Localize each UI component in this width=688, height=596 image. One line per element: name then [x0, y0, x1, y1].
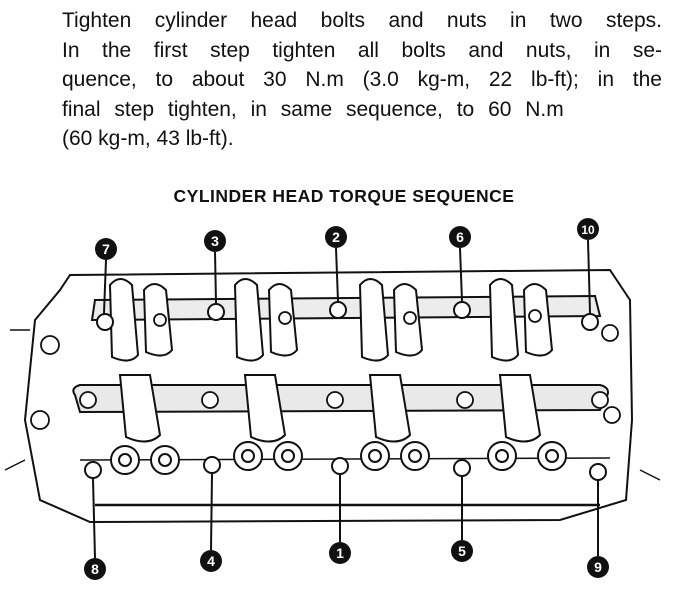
instruction-line-3: quence, to about 30 N.m (3.0 kg-m, 22 lb…: [62, 68, 662, 91]
callout-9: [587, 556, 609, 578]
callout-4: [200, 550, 222, 572]
callout-3-label: 3: [211, 233, 219, 249]
callout-8: [84, 558, 106, 580]
instructions-paragraph: Tighten cylinder head bolts and nuts in …: [62, 6, 662, 154]
callouts-bottom: 8 4 1 5 9: [84, 540, 609, 580]
callout-6-label: 6: [456, 229, 464, 245]
callout-8-label: 8: [91, 561, 99, 577]
instruction-line-1: Tighten cylinder head bolts and nuts in …: [62, 9, 662, 32]
callout-6: [449, 226, 471, 248]
head-bolts: [84, 301, 607, 481]
callout-3: [204, 230, 226, 252]
callout-7: [95, 238, 117, 260]
instruction-line-2: In the first step tighten all bolts and …: [62, 38, 662, 62]
callout-7-label: 7: [102, 241, 110, 257]
callout-9-label: 9: [594, 559, 602, 575]
callout-2: [325, 226, 347, 248]
instruction-line-5: (60 kg-m, 43 lb-ft).: [62, 127, 234, 150]
callout-2-label: 2: [332, 229, 340, 245]
callout-10-label: 10: [581, 223, 595, 237]
callout-1-label: 1: [336, 545, 344, 561]
figure-title: CYLINDER HEAD TORQUE SEQUENCE: [173, 186, 515, 206]
instruction-line-4: final step tighten, in same sequence, to…: [62, 97, 564, 121]
leader-lines: [92, 239, 599, 559]
callout-10: [577, 218, 599, 240]
callout-4-label: 4: [207, 553, 215, 569]
callout-5: [451, 540, 473, 562]
callout-1: [329, 542, 351, 564]
callouts-top: 7 3 2 6 10: [95, 218, 599, 260]
callout-5-label: 5: [458, 543, 466, 559]
edge-bolts: [30, 309, 621, 430]
valve-spring-row: [110, 441, 567, 475]
